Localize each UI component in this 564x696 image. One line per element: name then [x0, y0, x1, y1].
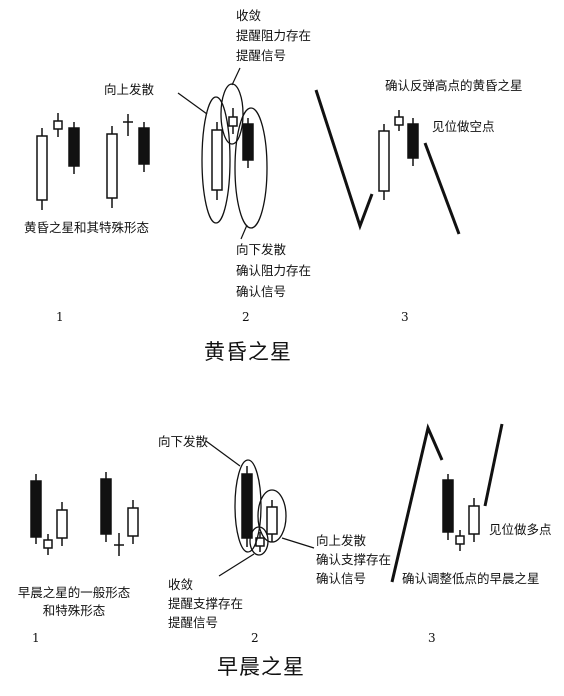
candle-star-small — [456, 530, 464, 551]
arrow-divergence-up — [178, 93, 207, 114]
candle-doji-star — [114, 533, 124, 556]
candle-doji-star — [123, 114, 133, 136]
candle-white-bull — [469, 498, 479, 542]
candle-white-bull — [379, 124, 389, 200]
evening-divergence-down-label-line-1: 向下发散 — [236, 242, 287, 257]
ellipse-convergence — [221, 84, 243, 144]
evening-panel-1-candles — [37, 113, 79, 210]
evening-convergence-label-line-1: 收敛 — [236, 8, 262, 23]
evening-panel-1-special-candles — [107, 114, 149, 208]
evening-panel-number-3: 3 — [401, 310, 409, 324]
morning-panel-number-3: 3 — [428, 631, 436, 645]
candle-black-bear — [31, 474, 41, 544]
candle-black-bear — [408, 118, 418, 166]
evening-panel-3-decline-line — [425, 143, 459, 234]
ellipse-divergence-down — [235, 460, 261, 552]
evening-short-point-label: 见位做空点 — [432, 119, 495, 134]
morning-panel-number-2: 2 — [251, 631, 259, 645]
candle-black-bear — [69, 122, 79, 174]
arrow-divergence-down — [206, 441, 240, 466]
candle-white-bull — [267, 500, 277, 542]
candle-white-bull — [57, 502, 67, 546]
evening-panel-1-caption: 黄昏之星和其特殊形态 — [24, 220, 150, 235]
morning-panel-3-price-path — [392, 428, 442, 582]
morning-convergence-label-line-1: 收敛 — [168, 577, 194, 592]
candle-black-bear — [243, 118, 253, 168]
morning-divergence-down-label: 向下发散 — [158, 434, 209, 449]
candle-white-bull — [107, 126, 117, 208]
morning-panel-3-caption: 确认调整低点的早晨之星 — [402, 571, 540, 586]
morning-panel-number-1: 1 — [32, 631, 40, 645]
morning-convergence-label-line-3: 提醒信号 — [168, 615, 219, 630]
morning-long-point-label: 见位做多点 — [489, 522, 552, 537]
candle-black-bear — [242, 466, 252, 547]
morning-divergence-up-label-line-1: 向上发散 — [316, 533, 367, 548]
morning-panel-3-rise-line — [485, 424, 502, 506]
ellipse-divergence-down — [235, 108, 267, 228]
evening-panel-number-1: 1 — [56, 310, 64, 324]
evening-panel-3-title: 确认反弹高点的黄昏之星 — [385, 78, 523, 93]
evening-convergence-label-line-2: 提醒阻力存在 — [236, 28, 312, 43]
candle-star-small — [395, 110, 403, 131]
arrow-divergence-down — [241, 225, 247, 239]
morning-panel-2-candles — [242, 466, 277, 552]
candle-white-bull — [128, 500, 138, 544]
evening-panel-3-candles — [379, 110, 418, 200]
morning-convergence-label-line-2: 提醒支撑存在 — [168, 596, 244, 611]
arrow-divergence-up — [282, 538, 314, 548]
candle-black-bear — [101, 472, 111, 542]
morning-panel-1-caption-line-1: 早晨之星的一般形态 — [17, 585, 131, 600]
evening-divergence-down-label-line-2: 确认阻力存在 — [236, 263, 312, 278]
candle-black-bear — [139, 122, 149, 172]
candle-star-small — [54, 113, 62, 137]
candle-star-small — [44, 534, 52, 555]
evening-convergence-label-line-3: 提醒信号 — [236, 48, 287, 63]
arrow-convergence — [232, 68, 240, 85]
evening-divergence-up-label: 向上发散 — [104, 82, 155, 97]
morning-panel-3-candles — [443, 474, 479, 551]
evening-divergence-down-label-line-3: 确认信号 — [236, 284, 287, 299]
ellipse-divergence-up — [202, 97, 230, 223]
evening-panel-number-2: 2 — [242, 310, 250, 324]
morning-divergence-up-label-line-3: 确认信号 — [316, 571, 367, 586]
candle-white-bull — [212, 122, 222, 200]
morning-star-title: 早晨之星 — [217, 655, 305, 679]
morning-divergence-up-label-line-2: 确认支撑存在 — [316, 552, 392, 567]
evening-panel-3-price-path — [316, 90, 372, 226]
morning-panel-1-caption-line-2: 和特殊形态 — [42, 603, 106, 618]
morning-panel-1-candles — [31, 474, 67, 555]
morning-panel-1-special-candles — [101, 472, 138, 556]
evening-panel-2-candles — [212, 108, 253, 200]
candle-star-small — [229, 108, 237, 134]
arrow-convergence — [219, 554, 254, 576]
candle-black-bear — [443, 474, 453, 540]
ellipse-divergence-up — [258, 490, 286, 542]
evening-star-title: 黄昏之星 — [204, 340, 292, 364]
candle-white-bull — [37, 128, 47, 210]
